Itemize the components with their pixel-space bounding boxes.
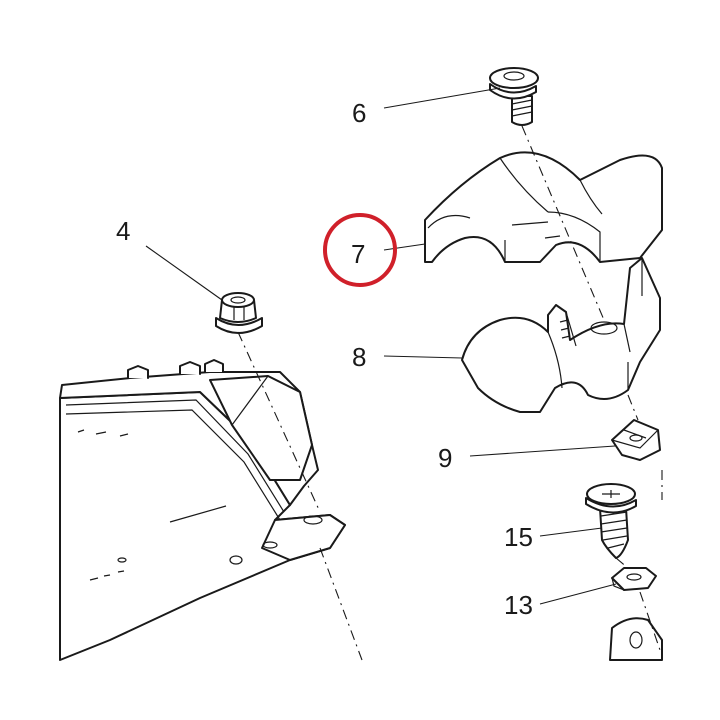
part-13-nut bbox=[611, 567, 657, 591]
callout-15: 15 bbox=[504, 522, 533, 552]
callout-8: 8 bbox=[352, 342, 366, 372]
highlight-ring bbox=[323, 213, 397, 287]
bottom-bracket bbox=[609, 617, 663, 661]
part-4-flange-nut bbox=[215, 292, 263, 334]
callout-9: 9 bbox=[438, 443, 452, 473]
part-6-bolt bbox=[489, 67, 539, 126]
part-9-clip-nut bbox=[611, 419, 661, 461]
callout-13: 13 bbox=[504, 590, 533, 620]
part-15-screw bbox=[585, 483, 637, 559]
part-7-upper-clamp bbox=[424, 151, 663, 263]
callout-7: 7 bbox=[351, 239, 365, 269]
leader-lines bbox=[145, 87, 617, 605]
part-8-lower-clamp bbox=[461, 257, 661, 413]
console-assembly bbox=[59, 359, 346, 661]
callout-4: 4 bbox=[116, 216, 130, 246]
callout-6: 6 bbox=[352, 98, 366, 128]
assembly-lines bbox=[237, 125, 663, 661]
